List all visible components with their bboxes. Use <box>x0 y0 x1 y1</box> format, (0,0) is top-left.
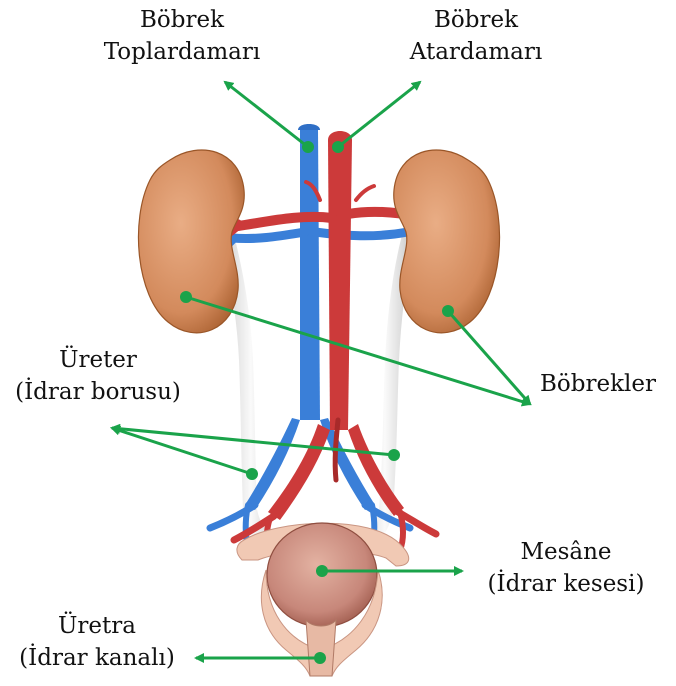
label-urethra-line2: (İdrar kanalı) <box>2 642 192 674</box>
vena-cava <box>300 130 320 420</box>
label-renal-artery: Böbrek Atardamarı <box>386 4 566 68</box>
pointer-dot-kidney-left <box>180 291 192 303</box>
label-urethra-line1: Üretra <box>2 610 192 642</box>
pointer-renal-vein <box>225 82 308 147</box>
pointer-dot-renal-artery <box>332 141 344 153</box>
label-renal-vein-line2: Toplardamarı <box>82 36 282 68</box>
label-bladder-line1: Mesâne <box>476 536 656 568</box>
label-kidneys: Böbrekler <box>540 368 674 400</box>
label-ureter-line1: Üreter <box>2 344 194 376</box>
pointer-dot-renal-vein <box>302 141 314 153</box>
label-bladder-line2: (İdrar kesesi) <box>476 568 656 600</box>
label-urethra: Üretra (İdrar kanalı) <box>2 610 192 674</box>
label-renal-vein: Böbrek Toplardamarı <box>82 4 282 68</box>
left-renal-vein <box>232 232 305 239</box>
label-ureter-line2: (İdrar borusu) <box>2 376 194 408</box>
label-renal-artery-line1: Böbrek <box>386 4 566 36</box>
pointer-dot-urethra <box>314 652 326 664</box>
pointer-dot-kidney-right <box>442 305 454 317</box>
aorta <box>328 131 352 430</box>
label-renal-artery-line2: Atardamarı <box>386 36 566 68</box>
pointer-dot-bladder <box>316 565 328 577</box>
pointer-dot-ureter-left <box>246 468 258 480</box>
pointer-renal-artery <box>338 82 420 147</box>
label-bladder: Mesâne (İdrar kesesi) <box>476 536 656 600</box>
label-kidneys-line1: Böbrekler <box>540 368 674 400</box>
left-kidney <box>138 150 244 333</box>
vena-cava-top <box>298 124 320 130</box>
label-ureter: Üreter (İdrar borusu) <box>2 344 194 408</box>
urethra-tube <box>306 620 336 676</box>
pointer-dot-ureter-right <box>388 449 400 461</box>
label-renal-vein-line1: Böbrek <box>82 4 282 36</box>
